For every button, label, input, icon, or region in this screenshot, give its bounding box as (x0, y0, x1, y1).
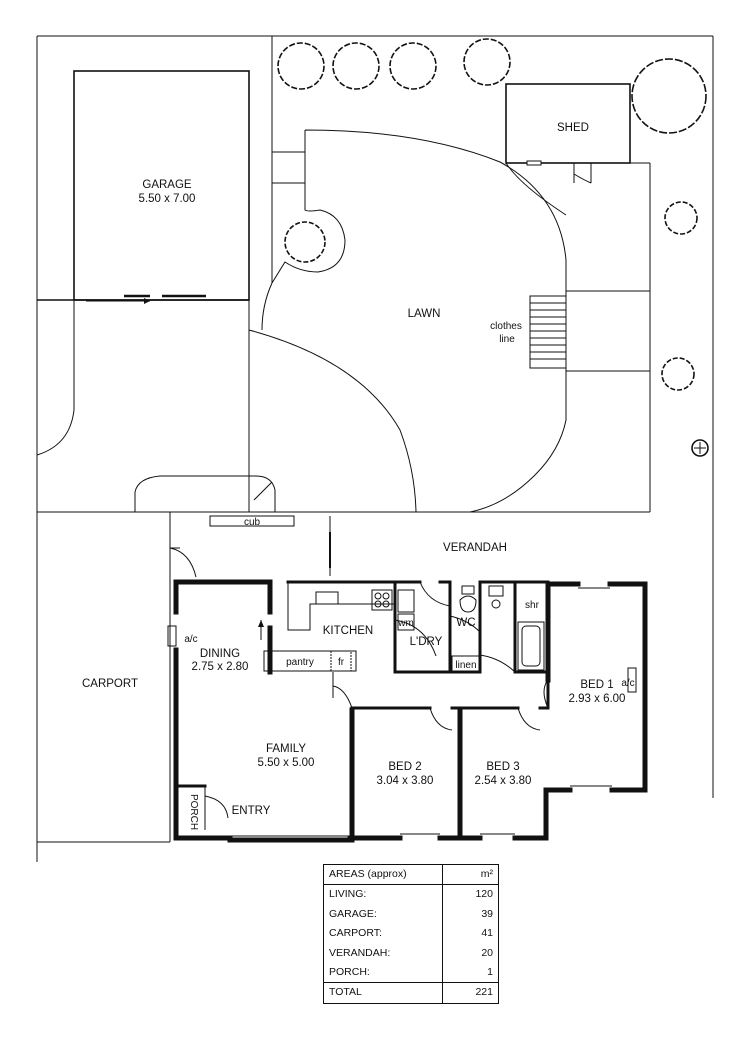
areas-unit: m² (442, 864, 499, 886)
entry-label: ENTRY (232, 805, 271, 817)
hallway (332, 672, 550, 731)
table-row: PORCH: 1 (323, 963, 499, 983)
area-value: 120 (475, 888, 493, 901)
laundry-label: L'DRY (410, 636, 443, 648)
verandah (169, 512, 331, 842)
area-value: 20 (481, 946, 493, 959)
garage-size: 5.50 x 7.00 (139, 193, 196, 205)
ac-units (167, 625, 637, 693)
shower-label: shr (525, 600, 540, 611)
bed2-label: BED 2 (388, 761, 421, 773)
table-row: CARPORT: 41 (323, 924, 499, 944)
shed (505, 83, 651, 512)
table-row: LIVING: 120 (323, 884, 499, 905)
area-name: CARPORT: (323, 924, 443, 944)
shed-label: SHED (557, 122, 589, 134)
dining-size: 2.75 x 2.80 (192, 661, 249, 673)
bed3-size: 2.54 x 3.80 (475, 775, 532, 787)
porch-label: PORCH (188, 794, 199, 830)
areas-table-header: AREAS (approx) m² (323, 864, 499, 886)
property-boundary (36, 35, 714, 862)
dining-label: DINING (200, 648, 240, 660)
pantry-label: pantry (286, 657, 314, 668)
family-size: 5.50 x 5.00 (258, 757, 315, 769)
garage (36, 70, 250, 512)
ac-dining-label: a/c (184, 634, 197, 645)
wc-label: WC (456, 617, 475, 629)
bed3-label: BED 3 (486, 761, 519, 773)
kitchen-label: KITCHEN (323, 625, 373, 637)
area-value: 39 (481, 907, 493, 920)
area-value: 1 (487, 966, 493, 979)
clothes-line-label-2: line (499, 334, 515, 345)
table-row: GARAGE: 39 (323, 904, 499, 925)
areas-table: AREAS (approx) m² LIVING: 120 GARAGE: 39… (323, 864, 499, 1004)
area-total-value: 221 (442, 982, 499, 1004)
area-name: PORCH: (323, 963, 443, 983)
tree-icons (277, 38, 709, 457)
area-value: 41 (481, 927, 493, 940)
area-total-name: TOTAL (323, 982, 443, 1004)
linen-label: linen (455, 660, 476, 671)
bed2-size: 3.04 x 3.80 (377, 775, 434, 787)
kitchen-area (258, 580, 550, 674)
garden-lines (134, 36, 417, 513)
table-row: VERANDAH: 20 (323, 943, 499, 964)
clothes-line (529, 295, 567, 369)
clothes-line-label-1: clothes (490, 321, 522, 332)
washing-machine-label: wm (397, 618, 414, 629)
fridge-label: fr (338, 657, 345, 668)
bed1-label: BED 1 (580, 679, 613, 691)
bed1-size: 2.93 x 6.00 (569, 693, 626, 705)
verandah-label: VERANDAH (443, 542, 507, 554)
garage-label: GARAGE (142, 179, 192, 191)
areas-heading: AREAS (approx) (323, 864, 443, 886)
area-name: GARAGE: (323, 904, 443, 925)
carport-label: CARPORT (82, 678, 138, 690)
lawn-label: LAWN (408, 308, 441, 320)
ac-bed1-label: a/c (621, 678, 634, 689)
areas-total-row: TOTAL 221 (323, 982, 499, 1004)
area-name: LIVING: (323, 884, 443, 905)
cub-label: cub (244, 517, 261, 528)
area-name: VERANDAH: (323, 943, 443, 964)
lawn-outline (271, 129, 567, 513)
family-label: FAMILY (266, 743, 306, 755)
entry-porch (174, 784, 229, 838)
